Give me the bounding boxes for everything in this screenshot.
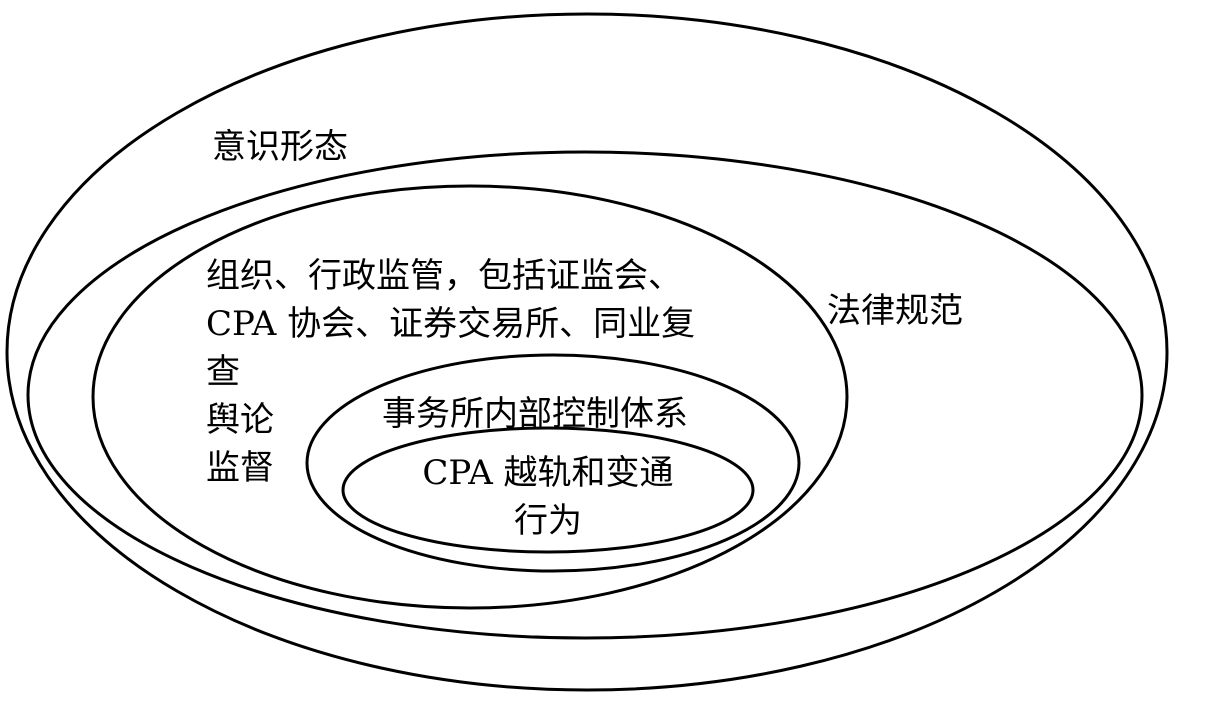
label-supervision: 组织、行政监管，包括证监会、 CPA 协会、证券交易所、同业复 查 舆论 监督 [206, 252, 695, 492]
ellipse-supervision [91, 184, 849, 610]
ellipse-internal-control [305, 353, 801, 573]
ellipse-law [26, 150, 1144, 640]
label-supervision-line: 舆论 [206, 400, 274, 440]
ellipse-cpa-behavior [341, 426, 755, 554]
label-supervision-line: 监督 [206, 448, 274, 488]
ellipse-ideology [5, 12, 1169, 692]
label-ideology: 意识形态 [212, 127, 348, 167]
label-cpa-behavior-line: 行为 [514, 501, 582, 541]
label-cpa-behavior: CPA 越轨和变通 行为 [398, 449, 698, 545]
label-supervision-line: 查 [206, 352, 240, 392]
label-law: 法律规范 [827, 291, 963, 331]
label-supervision-line: CPA 协会、证券交易所、同业复 [206, 304, 696, 344]
label-supervision-line: 组织、行政监管，包括证监会、 [206, 256, 682, 296]
label-cpa-behavior-line: CPA 越轨和变通 [422, 453, 674, 493]
label-internal-control: 事务所内部控制体系 [382, 394, 688, 434]
